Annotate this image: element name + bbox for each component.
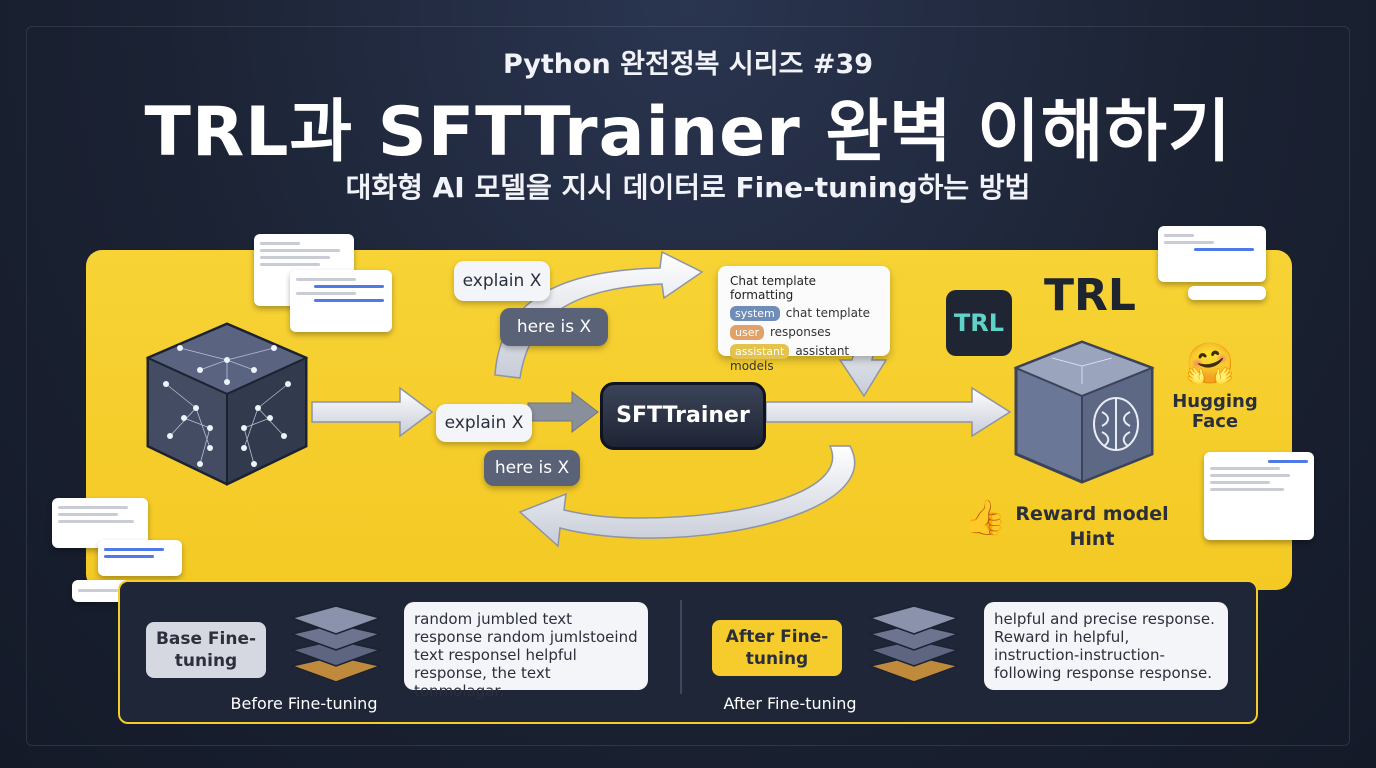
outer-frame	[26, 26, 1350, 746]
chat-card-thumbnail	[1158, 226, 1266, 282]
chat-card-thumbnail	[290, 270, 392, 332]
role-tag-assistant: assistant	[730, 344, 790, 359]
role-tag-user: user	[730, 325, 764, 340]
trl-logo-text: TRL	[953, 309, 1005, 337]
base-finetuning-badge: Base Fine-tuning	[146, 622, 266, 678]
chat-card-thumbnail	[1204, 452, 1314, 540]
after-finetuning-badge: After Fine-tuning	[712, 620, 842, 676]
arrow-trainer-to-trl	[765, 386, 1012, 438]
comparison-divider	[680, 600, 682, 694]
base-model-cube-icon	[145, 322, 309, 486]
series-label: Python 완전정복 시리즈 #39	[502, 49, 874, 80]
template-row-text: responses	[770, 325, 831, 339]
layer-stack-icon	[289, 605, 383, 683]
template-row-text: assistant models	[730, 344, 850, 373]
prompt-bubble-mid: explain X	[436, 404, 532, 442]
chat-card-thumbnail	[52, 498, 148, 548]
template-row-system: system chat template	[718, 304, 890, 323]
prompt-bubble-top: explain X	[454, 261, 550, 301]
trl-logo-icon: TRL	[946, 290, 1012, 356]
before-caption: Before Fine-tuning	[230, 694, 378, 713]
chat-input-thumbnail	[1188, 286, 1266, 300]
page-title: TRL과 SFTTrainer 완벽 이해하기	[144, 93, 1232, 172]
thumbs-up-icon: 👍	[964, 498, 1007, 538]
role-tag-system: system	[730, 306, 780, 321]
after-response-box: helpful and precise response. Reward in …	[984, 602, 1228, 690]
chat-template-title: Chat template formatting	[730, 274, 817, 302]
after-caption: After Fine-tuning	[723, 694, 857, 713]
chat-card-thumbnail	[98, 540, 182, 576]
chat-template-box: Chat template formatting system chat temp…	[718, 266, 890, 373]
template-row-user: user responses	[718, 323, 890, 342]
sfttrainer-box: SFTTrainer	[600, 382, 766, 450]
arrow-bottom-loop	[518, 445, 856, 548]
trained-model-cube-icon	[1013, 340, 1155, 484]
hugging-face-icon: 🤗	[1185, 341, 1235, 387]
arrow-base-to-prompt	[311, 386, 434, 438]
layer-stack-icon	[867, 605, 961, 683]
trl-heading: TRL	[1044, 270, 1136, 321]
answer-bubble-top: here is X	[500, 308, 608, 346]
template-row-text: chat template	[785, 306, 871, 320]
arrow-prompt-to-trainer	[527, 390, 599, 434]
answer-bubble-bottom: here is X	[484, 450, 580, 486]
reward-model-label: Reward model Hint	[1015, 503, 1169, 550]
page-subtitle: 대화형 AI 모델을 지시 데이터로 Fine-tuning하는 방법	[345, 171, 1031, 204]
before-response-box: random jumbled text response random juml…	[404, 602, 648, 700]
hugging-face-label: Hugging Face	[1172, 391, 1258, 432]
